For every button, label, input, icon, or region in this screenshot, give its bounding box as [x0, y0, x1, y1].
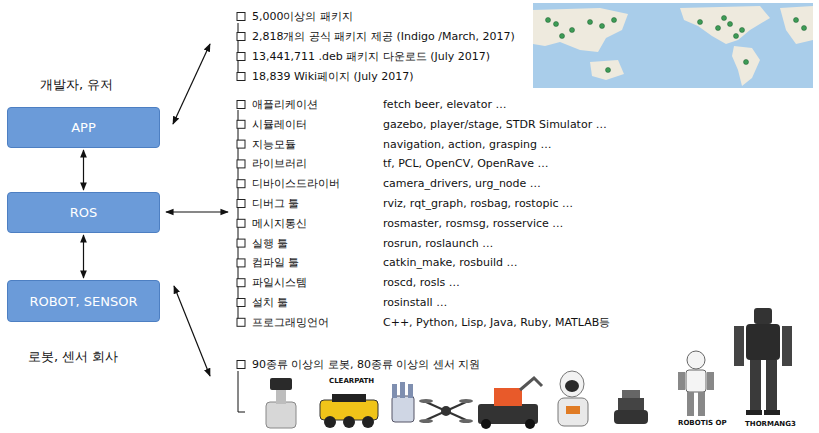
list-item: 시뮬레이터	[252, 118, 307, 132]
checkbox-symbol	[237, 318, 245, 326]
checkbox-symbol	[237, 219, 245, 227]
layer-name: ROBOT, SENSOR	[21, 294, 145, 309]
robot-name: THORMANG3	[744, 420, 797, 429]
list-item: 5,000이상의 패키지	[252, 10, 353, 24]
checkbox-symbol	[237, 101, 245, 109]
list-item: roscd, rosls …	[383, 276, 460, 290]
list-item: 디바이스드라이버	[252, 177, 340, 191]
list-item: camera_drivers, urg_node …	[383, 177, 541, 191]
side-caption: 개발자, 유저	[40, 78, 113, 92]
layer-box: ROS	[7, 192, 160, 233]
list-item: navigation, action, grasping …	[383, 138, 551, 152]
checkbox-symbol	[237, 361, 245, 369]
list-item: 디버그 툴	[252, 197, 300, 211]
list-item: fetch beer, elevator …	[383, 98, 506, 112]
list-item: 라이브러리	[252, 157, 307, 171]
robot-name: CLEARPATH	[328, 377, 375, 386]
list-item: 2,818개의 공식 패키지 제공 (Indigo /March, 2017)	[252, 30, 515, 44]
list-bracket	[238, 23, 245, 412]
connector-arrow	[83, 150, 84, 190]
checkbox-symbol	[237, 200, 245, 208]
list-item: C++, Python, Lisp, Java, Ruby, MATLAB등	[383, 316, 610, 330]
checkbox-symbol	[237, 299, 245, 307]
arrow-to-robots	[174, 286, 210, 376]
checkbox-symbol	[237, 140, 245, 148]
robot-name: ROBOTIS OP	[677, 419, 728, 428]
checkbox-symbol	[237, 13, 245, 21]
layer-box: ROBOT, SENSOR	[7, 280, 160, 322]
checkbox-symbol	[237, 33, 245, 41]
arrow-to-components	[166, 211, 228, 212]
connector-arrow	[83, 235, 84, 278]
list-item: rosrun, roslaunch …	[383, 237, 493, 251]
checkbox-symbol	[237, 53, 245, 61]
list-item: 90종류 이상의 로봇, 80종류 이상의 센서 지원	[252, 358, 480, 372]
list-item: 프로그래밍언어	[252, 316, 329, 330]
checkbox-symbol	[237, 259, 245, 267]
list-item: 실행 툴	[252, 237, 289, 251]
list-item: rosmaster, rosmsg, rosservice …	[383, 217, 563, 231]
list-item: 18,839 Wiki페이지 (July 2017)	[252, 70, 413, 84]
list-item: 애플리케이션	[252, 98, 318, 112]
list-item: 13,441,711 .deb 패키지 다운로드 (July 2017)	[252, 50, 490, 64]
side-caption: 로봇, 센서 회사	[28, 350, 118, 364]
list-item: 메시지통신	[252, 217, 307, 231]
checkbox-symbol	[237, 239, 245, 247]
arrow-to-packages	[173, 44, 210, 124]
checkbox-symbol	[237, 120, 245, 128]
list-item: 컴파일 툴	[252, 256, 300, 270]
checkbox-symbol	[237, 279, 245, 287]
world-map	[533, 3, 813, 88]
list-item: rosinstall …	[383, 296, 447, 310]
list-item: tf, PCL, OpenCV, OpenRave …	[383, 157, 549, 171]
list-item: 설치 툴	[252, 296, 289, 310]
list-item: rviz, rqt_graph, rosbag, rostopic …	[383, 197, 573, 211]
list-item: 파일시스템	[252, 276, 307, 290]
checkbox-symbol	[237, 160, 245, 168]
list-item: catkin_make, rosbuild …	[383, 256, 517, 270]
layer-name: ROS	[62, 205, 106, 220]
list-item: gazebo, player/stage, STDR Simulator …	[383, 118, 607, 132]
checkbox-symbol	[237, 73, 245, 81]
list-item: 지능모듈	[252, 138, 296, 152]
checkbox-symbol	[237, 180, 245, 188]
layer-box: APP	[7, 107, 160, 148]
layer-name: APP	[63, 120, 104, 135]
